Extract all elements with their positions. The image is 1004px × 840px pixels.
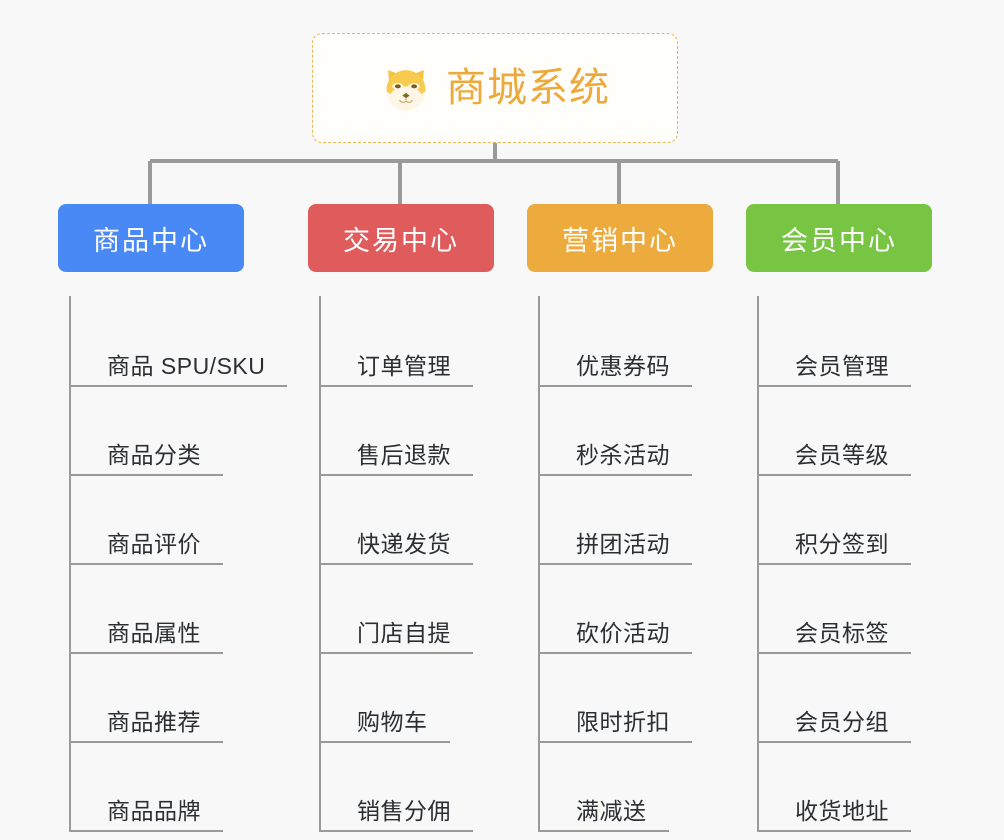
leaf-label: 销售分佣 xyxy=(357,798,451,824)
branch-column-4: 会员中心 会员管理 会员等级 积分签到 会员标签 会员分组 收货地址 xyxy=(746,204,932,832)
leaf-label: 门店自提 xyxy=(357,620,451,646)
category-label-4: 会员中心 xyxy=(781,225,897,256)
branch-column-3: 营销中心 优惠券码 秒杀活动 拼团活动 砍价活动 限时折扣 满减送 xyxy=(527,204,713,832)
shiba-inu-face-icon xyxy=(380,62,432,114)
leaf-list-3: 优惠券码 秒杀活动 拼团活动 砍价活动 限时折扣 满减送 xyxy=(538,296,713,832)
leaf-label: 会员等级 xyxy=(795,442,889,468)
category-box-4[interactable]: 会员中心 xyxy=(746,204,932,272)
branch-column-1: 商品中心 商品 SPU/SKU 商品分类 商品评价 商品属性 商品推荐 商品品牌 xyxy=(58,204,288,832)
list-item[interactable]: 订单管理 xyxy=(321,298,494,387)
leaf-label: 满减送 xyxy=(576,798,647,824)
root-title: 商城系统 xyxy=(446,66,610,110)
list-item[interactable]: 商品分类 xyxy=(71,387,244,476)
leaf-label: 商品属性 xyxy=(107,620,201,646)
leaf-label: 拼团活动 xyxy=(576,531,670,557)
category-box-3[interactable]: 营销中心 xyxy=(527,204,713,272)
list-item[interactable]: 快递发货 xyxy=(321,476,494,565)
leaf-label: 商品推荐 xyxy=(107,709,201,735)
category-box-1[interactable]: 商品中心 xyxy=(58,204,244,272)
list-item[interactable]: 商品推荐 xyxy=(71,654,244,743)
list-item[interactable]: 积分签到 xyxy=(759,476,932,565)
leaf-label: 积分签到 xyxy=(795,531,889,557)
leaf-label: 商品分类 xyxy=(107,442,201,468)
leaf-label: 商品品牌 xyxy=(107,798,201,824)
leaf-label: 订单管理 xyxy=(357,353,451,379)
leaf-label: 砍价活动 xyxy=(576,620,670,646)
category-label-1: 商品中心 xyxy=(93,225,209,256)
leaf-label: 商品 SPU/SKU xyxy=(107,353,266,379)
list-item[interactable]: 优惠券码 xyxy=(540,298,713,387)
list-item[interactable]: 门店自提 xyxy=(321,565,494,654)
category-label-3: 营销中心 xyxy=(562,225,678,256)
list-item[interactable]: 砍价活动 xyxy=(540,565,713,654)
list-item[interactable]: 购物车 xyxy=(321,654,494,743)
leaf-list-1: 商品 SPU/SKU 商品分类 商品评价 商品属性 商品推荐 商品品牌 xyxy=(69,296,288,832)
branch-column-2: 交易中心 订单管理 售后退款 快递发货 门店自提 购物车 销售分佣 xyxy=(308,204,494,832)
leaf-label: 限时折扣 xyxy=(576,709,670,735)
leaf-label: 购物车 xyxy=(357,709,428,735)
leaf-list-2: 订单管理 售后退款 快递发货 门店自提 购物车 销售分佣 xyxy=(319,296,494,832)
leaf-label: 售后退款 xyxy=(357,442,451,468)
list-item[interactable]: 商品品牌 xyxy=(71,743,244,832)
leaf-label: 会员分组 xyxy=(795,709,889,735)
list-item[interactable]: 会员标签 xyxy=(759,565,932,654)
list-item[interactable]: 售后退款 xyxy=(321,387,494,476)
list-item[interactable]: 会员等级 xyxy=(759,387,932,476)
root-node[interactable]: 商城系统 xyxy=(312,33,678,143)
category-box-2[interactable]: 交易中心 xyxy=(308,204,494,272)
leaf-list-4: 会员管理 会员等级 积分签到 会员标签 会员分组 收货地址 xyxy=(757,296,932,832)
leaf-label: 会员管理 xyxy=(795,353,889,379)
leaf-label: 会员标签 xyxy=(795,620,889,646)
leaf-label: 优惠券码 xyxy=(576,353,670,379)
list-item[interactable]: 收货地址 xyxy=(759,743,932,832)
leaf-label: 秒杀活动 xyxy=(576,442,670,468)
list-item[interactable]: 商品评价 xyxy=(71,476,244,565)
list-item[interactable]: 秒杀活动 xyxy=(540,387,713,476)
list-item[interactable]: 商品属性 xyxy=(71,565,244,654)
leaf-label: 快递发货 xyxy=(357,531,451,557)
list-item[interactable]: 商品 SPU/SKU xyxy=(71,298,288,387)
list-item[interactable]: 会员分组 xyxy=(759,654,932,743)
list-item[interactable]: 限时折扣 xyxy=(540,654,713,743)
list-item[interactable]: 会员管理 xyxy=(759,298,932,387)
list-item[interactable]: 拼团活动 xyxy=(540,476,713,565)
leaf-label: 商品评价 xyxy=(107,531,201,557)
category-label-2: 交易中心 xyxy=(343,225,459,256)
leaf-label: 收货地址 xyxy=(795,798,889,824)
list-item[interactable]: 满减送 xyxy=(540,743,713,832)
list-item[interactable]: 销售分佣 xyxy=(321,743,494,832)
